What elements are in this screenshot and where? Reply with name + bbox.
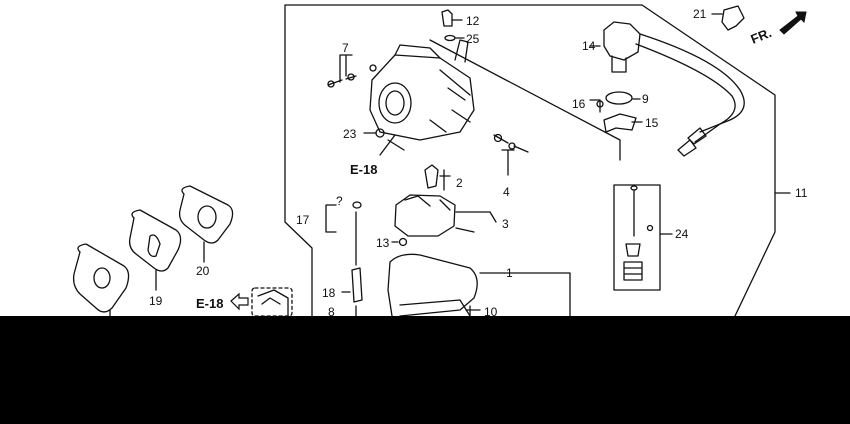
label-unknown: ? [336, 194, 343, 208]
leader-1 [479, 272, 571, 316]
label-8: 8 [328, 305, 335, 316]
float-bowl [399, 299, 471, 316]
label-23: 23 [343, 127, 357, 141]
kit-screw [646, 224, 654, 232]
label-2: 2 [456, 176, 463, 190]
label-10: 10 [484, 305, 498, 316]
carb-detail-lines [429, 69, 471, 133]
label-19: 19 [149, 294, 163, 308]
label-4: 4 [503, 185, 510, 199]
leader-2 [439, 169, 451, 191]
assembly-boundary [284, 4, 776, 316]
gasket-lower-hole [93, 267, 111, 289]
screw-part-23 [375, 128, 385, 138]
gasket-part-20 [178, 185, 234, 244]
part-18 [351, 267, 363, 303]
carb-bore [378, 82, 412, 124]
kit-valve [625, 243, 641, 257]
label-14: 14 [582, 39, 596, 53]
label-3: 3 [502, 217, 509, 231]
float-detail [404, 195, 451, 211]
label-24: 24 [675, 227, 689, 241]
solenoid-part-14 [603, 21, 641, 61]
reference-e18-left: E-18 [196, 296, 223, 311]
black-band [0, 316, 850, 424]
orientation-fr: FR. [749, 25, 774, 47]
left-arrow-icon [230, 292, 249, 311]
arrow-icon [779, 11, 807, 35]
clamp-part-15 [603, 113, 637, 133]
label-20: 20 [196, 264, 210, 278]
e18-ref-sketch [257, 289, 289, 316]
gasket-part-1 [387, 253, 478, 316]
leader-10 [465, 305, 481, 316]
needle-ring [352, 201, 362, 209]
ring-part-25 [444, 34, 456, 42]
gasket-lower-left [72, 243, 130, 313]
clip-part-21 [721, 5, 745, 31]
carb-bracket [429, 39, 621, 161]
label-18: 18 [322, 286, 336, 300]
screw-head-7a [327, 80, 335, 88]
screw-part-13 [398, 237, 408, 247]
carb-post [454, 39, 469, 63]
oring-part-9 [605, 91, 633, 105]
solenoid-body [611, 55, 627, 73]
leader-4 [501, 149, 515, 176]
carb-bore-inner [385, 90, 405, 116]
cable-a [639, 33, 745, 133]
label-12: 12 [466, 14, 480, 28]
label-9: 9 [642, 92, 649, 106]
kit-frame-24 [613, 184, 661, 291]
label-25: 25 [466, 32, 480, 46]
parts-diagram: 12 25 7 23 E-18 2 4 3 ? 17 13 1 18 8 10 … [0, 0, 850, 316]
label-11: 11 [795, 186, 808, 200]
reference-e18-top: E-18 [350, 162, 377, 177]
label-1: 1 [506, 266, 513, 280]
kit-spring [623, 261, 643, 281]
label-7: 7 [342, 41, 349, 55]
label-13: 13 [376, 236, 390, 250]
connector-a [687, 127, 707, 145]
kit-needle-top [630, 185, 638, 191]
label-17: 17 [296, 213, 310, 227]
diagram-svg: 12 25 7 23 E-18 2 4 3 ? 17 13 1 18 8 10 … [72, 4, 808, 316]
screw-head-4b [508, 142, 516, 150]
cable-b [635, 43, 736, 143]
screw-head-4a [493, 133, 503, 143]
carb-tube [379, 134, 405, 156]
screw-part-16 [589, 99, 601, 113]
gasket-part-19 [128, 209, 182, 272]
e18-ref-box [251, 287, 293, 316]
screw-head-16 [596, 100, 604, 108]
cap-part-12 [441, 9, 453, 27]
connector-b [677, 139, 697, 157]
jet-part-2 [424, 164, 439, 189]
gasket-20-hole [197, 205, 217, 229]
screw-head-7b [347, 73, 355, 81]
label-16: 16 [572, 97, 586, 111]
float-pin [455, 227, 475, 233]
carb-top [394, 44, 441, 59]
label-15: 15 [645, 116, 659, 130]
screw-head-7c [369, 64, 377, 72]
label-21: 21 [693, 7, 707, 21]
leader-17 [325, 204, 337, 233]
leader-3 [455, 211, 497, 223]
gasket-19-slot [147, 234, 161, 258]
carburetor-body [369, 54, 475, 141]
leader-7 [339, 54, 353, 83]
float-part-3 [394, 194, 456, 237]
